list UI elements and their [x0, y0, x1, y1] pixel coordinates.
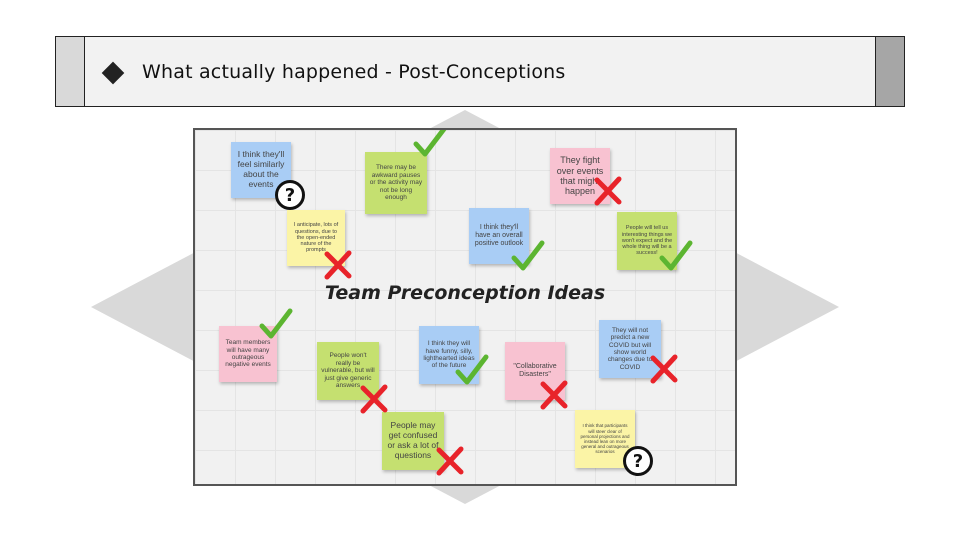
question-mark-icon: ?: [275, 180, 305, 210]
question-mark-icon: ?: [623, 446, 653, 476]
sticky-note: They will not predict a new COVID but wi…: [599, 320, 661, 378]
check-mark-icon: [413, 130, 447, 157]
check-mark-icon: [259, 308, 293, 339]
cross-mark-icon: [436, 446, 464, 476]
sticky-note: There may be awkward pauses or the activ…: [365, 152, 427, 214]
sticky-note: They fight over events that might happen: [550, 148, 610, 204]
check-mark-icon: [455, 354, 489, 385]
sticky-note: I think they'll have an overall positive…: [469, 208, 529, 264]
sticky-note: People may get confused or ask a lot of …: [382, 412, 444, 470]
diamond-bullet-icon: [101, 61, 125, 85]
board-title: Team Preconception Ideas: [324, 282, 606, 304]
cross-mark-icon: [594, 176, 622, 206]
cross-mark-icon: [540, 380, 568, 410]
header-right-tab: [875, 37, 904, 106]
check-mark-icon: [659, 240, 693, 271]
header-left-tab: [56, 37, 85, 106]
slide-title: What actually happened - Post-Conception…: [142, 61, 566, 83]
sticky-note: I think they will have funny, silly, lig…: [419, 326, 479, 384]
check-mark-icon: [511, 240, 545, 271]
cross-mark-icon: [324, 250, 352, 280]
cross-mark-icon: [650, 354, 678, 384]
sticky-note: I anticipate, lots of questions, due to …: [287, 210, 345, 266]
whiteboard-screenshot: Team Preconception Ideas I think they'll…: [193, 128, 737, 486]
cross-mark-icon: [360, 384, 388, 414]
slide-header: What actually happened - Post-Conception…: [55, 36, 905, 107]
